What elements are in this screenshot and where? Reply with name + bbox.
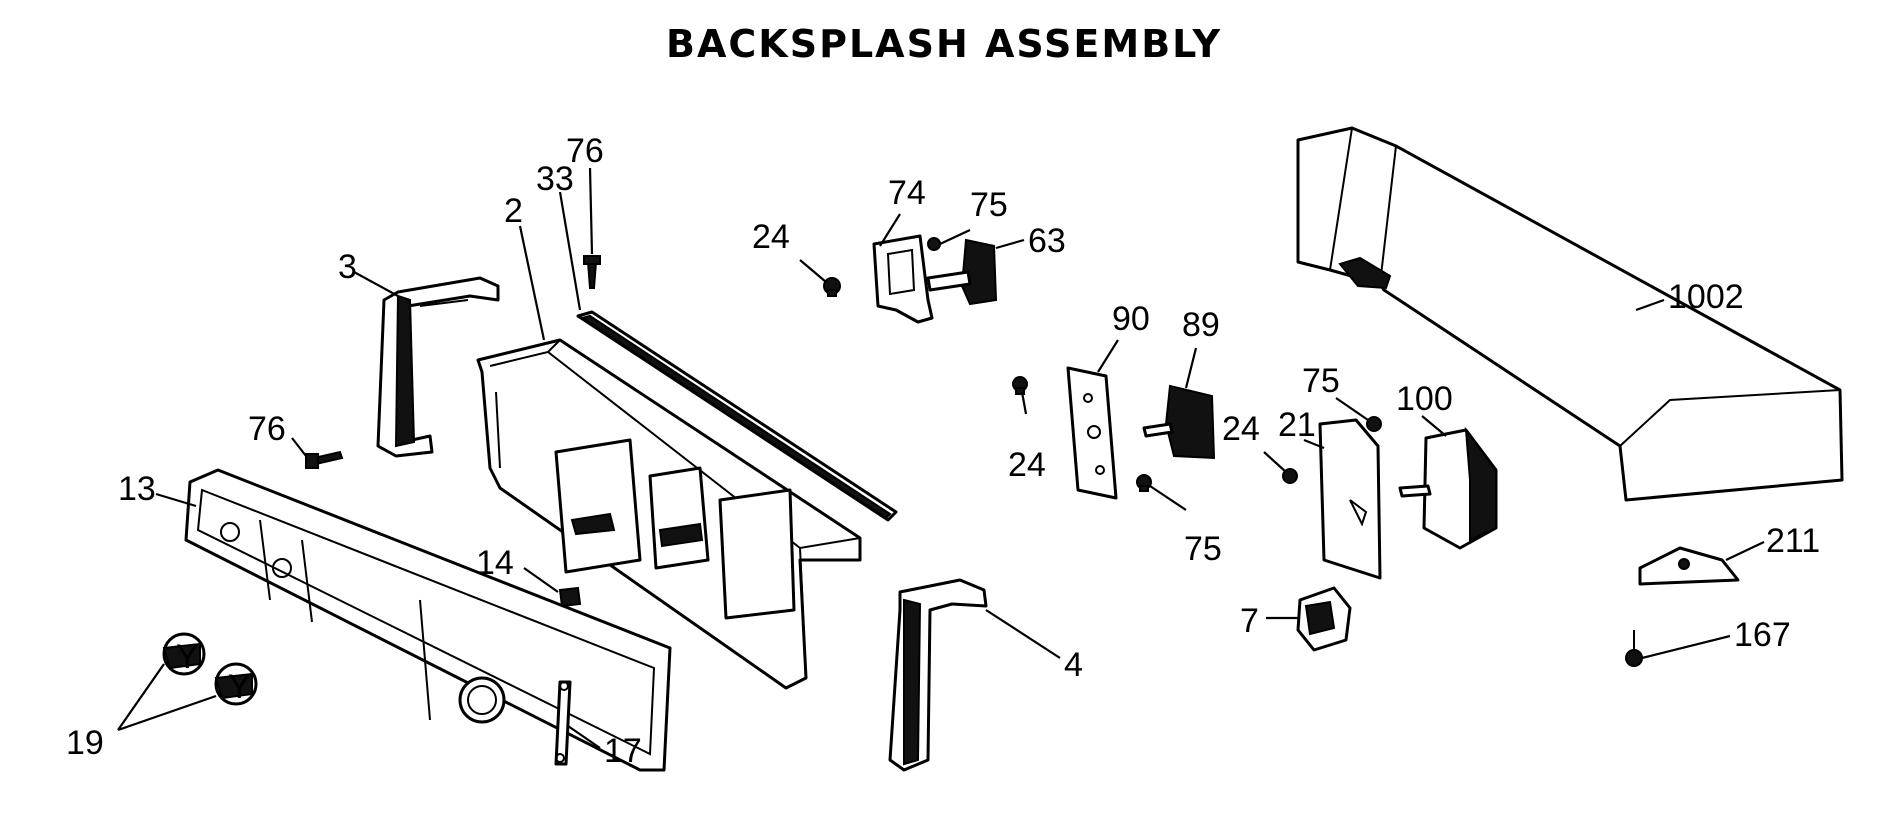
leader-2 — [518, 225, 546, 341]
callout-211: 211 — [1766, 522, 1820, 560]
callout-7: 7 — [1240, 602, 1259, 640]
leader-100 — [1421, 415, 1447, 437]
svg-text:Y: Y — [228, 668, 251, 706]
leader-75b — [1149, 485, 1187, 511]
leader-75c — [1335, 397, 1369, 421]
part-75-screw-a — [927, 237, 941, 251]
part-90-plate — [1066, 366, 1118, 500]
leader-24a — [799, 259, 827, 283]
callout-89: 89 — [1182, 306, 1220, 344]
svg-text:Y: Y — [176, 638, 199, 676]
part-7-switch — [1296, 586, 1352, 652]
leader-17 — [567, 725, 601, 749]
leader-90 — [1097, 339, 1119, 373]
callout-90: 90 — [1112, 300, 1150, 338]
callout-14: 14 — [476, 544, 514, 582]
part-76-screw-top — [583, 255, 601, 289]
callout-3: 3 — [338, 248, 357, 286]
leader-76b — [291, 437, 307, 457]
callout-74: 74 — [888, 174, 926, 212]
leader-167 — [1641, 634, 1731, 660]
part-75-screw-b — [1136, 474, 1152, 492]
callout-13: 13 — [118, 470, 156, 508]
leader-3 — [353, 271, 399, 297]
leader-13 — [155, 492, 197, 508]
leader-74 — [879, 213, 901, 247]
leader-89 — [1184, 347, 1198, 389]
callout-63: 63 — [1028, 222, 1066, 260]
part-75-screw-c — [1366, 416, 1382, 432]
part-2-backsplash-housing — [476, 338, 862, 690]
callout-24-b: 24 — [1008, 446, 1046, 484]
callout-75-b: 75 — [1184, 530, 1222, 568]
part-76-screw-left — [305, 450, 344, 469]
part-74-bracket — [872, 234, 934, 324]
callout-33: 33 — [536, 160, 574, 198]
diagram-title: BACKSPLASH ASSEMBLY — [666, 22, 1222, 66]
part-17-link — [554, 680, 572, 766]
part-100-timer — [1398, 426, 1498, 550]
leader-19a — [117, 663, 165, 731]
part-14-clip — [558, 586, 582, 608]
part-19-knobs: Y Y — [162, 632, 258, 706]
callout-1002: 1002 — [1668, 278, 1744, 316]
callout-24-a: 24 — [752, 218, 790, 256]
part-89-motor — [1142, 384, 1216, 460]
leader-24b — [1020, 391, 1028, 415]
leader-75a — [939, 229, 971, 245]
part-63-switch — [926, 238, 998, 306]
leader-1002 — [1635, 298, 1665, 312]
part-4-right-bracket — [888, 578, 988, 772]
leader-33 — [558, 191, 582, 311]
part-24-screw-a — [823, 277, 841, 297]
part-24-screw-c — [1282, 468, 1298, 484]
callout-167: 167 — [1734, 616, 1791, 654]
leader-4 — [985, 609, 1061, 659]
part-21-plate — [1318, 418, 1382, 580]
leader-24c — [1263, 451, 1287, 473]
part-167-screw — [1625, 630, 1643, 667]
callout-100: 100 — [1396, 380, 1453, 418]
part-3-left-bracket — [376, 276, 500, 458]
part-211-bracket — [1638, 546, 1740, 586]
part-13-control-panel — [184, 468, 672, 772]
callout-24-c: 24 — [1222, 410, 1260, 448]
leader-63 — [995, 238, 1025, 250]
part-33-trim-strip — [576, 310, 898, 522]
leader-19b — [117, 694, 217, 732]
callout-17: 17 — [604, 732, 642, 770]
callout-19: 19 — [66, 724, 104, 762]
callout-76-left: 76 — [248, 410, 286, 448]
callout-21: 21 — [1278, 406, 1316, 444]
callout-4: 4 — [1064, 646, 1083, 684]
leader-lines — [117, 167, 1765, 749]
callout-labels: 3 2 33 76 76 13 14 17 19 4 24 74 75 63 9… — [66, 132, 1820, 770]
part-24-screw-b — [1012, 376, 1028, 395]
leader-14 — [523, 567, 559, 593]
callout-76-top: 76 — [566, 132, 604, 170]
part-1002-cover — [1296, 126, 1844, 502]
callout-75-c: 75 — [1302, 362, 1340, 400]
callout-75-a: 75 — [970, 186, 1008, 224]
leader-211 — [1725, 541, 1765, 561]
leader-76a — [588, 167, 594, 255]
callout-2: 2 — [504, 192, 523, 230]
leader-21 — [1303, 438, 1325, 450]
